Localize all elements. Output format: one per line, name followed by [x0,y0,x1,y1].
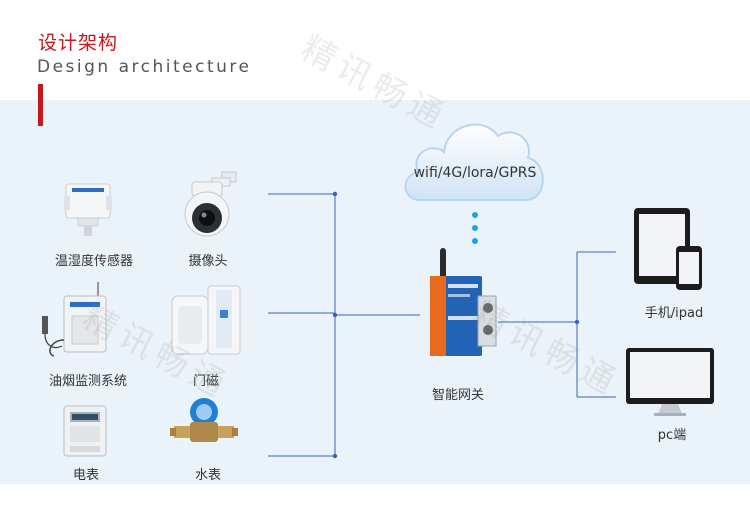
client-label: 手机/ipad [644,306,704,321]
monitor-icon [626,348,714,416]
header: 设计架构 Design architecture [0,0,750,100]
dome-camera-icon [184,171,237,237]
sensor-label: 油烟监测系统 [48,374,127,389]
sensor-label: 温湿度传感器 [54,254,133,269]
page-subtitle: Design architecture [37,57,252,77]
sensor-label: 电表 [72,468,99,483]
wireless-dots [472,212,478,244]
smoke-monitor-icon [42,282,107,357]
diagram-panel [0,100,750,484]
temp-humidity-sensor-icon [64,183,112,236]
cloud-label: wifi/4G/lora/GPRS [413,165,537,181]
sensor-label: 门磁 [192,374,219,389]
accent-bar [38,84,43,126]
footer-space [0,484,750,528]
gateway-icon [430,248,497,356]
sensor-label: 摄像头 [188,254,228,269]
electric-meter-icon [63,405,107,457]
cloud-icon [404,123,544,201]
sensor-label: 水表 [194,468,221,483]
client-label: pc端 [657,428,687,443]
page-title: 设计架构 [38,32,119,54]
door-sensor-icon [171,285,241,355]
gateway-label: 智能网关 [431,388,484,403]
water-meter-icon [170,398,238,442]
tablet-phone-icon [634,208,702,290]
